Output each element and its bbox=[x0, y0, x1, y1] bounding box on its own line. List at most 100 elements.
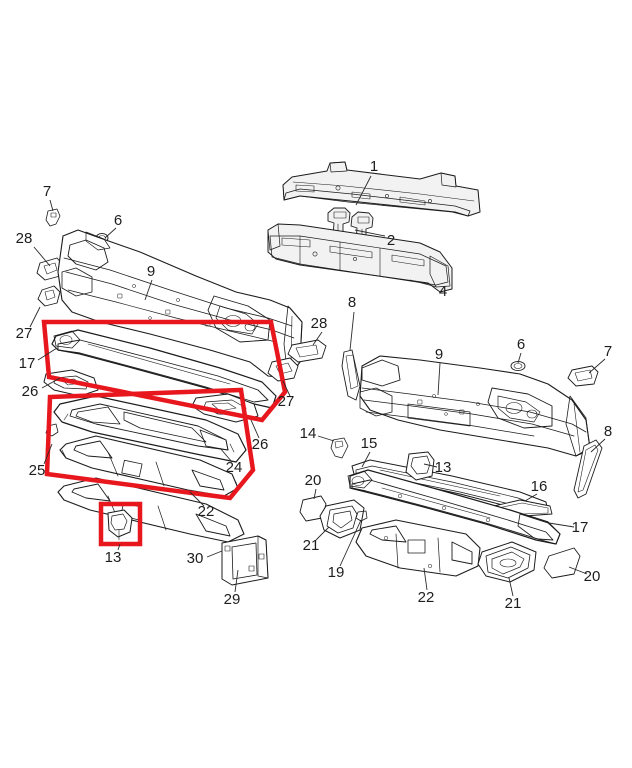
part-7-bracket-left bbox=[45, 208, 61, 227]
callout-30-license-bracket-screw-leader bbox=[206, 550, 223, 558]
part-14-clip-strip bbox=[330, 437, 349, 459]
callout-9-bumper-fascia-right: 9 bbox=[435, 346, 443, 396]
callout-28-applique-right: 28 bbox=[311, 315, 328, 346]
callout-28-applique-left: 28 bbox=[16, 230, 51, 267]
callout-29-license-plate-bracket-leader bbox=[234, 569, 239, 593]
callout-20-mesh-insert-right-label: 20 bbox=[584, 568, 601, 585]
callout-22-grille-lower-left-leader bbox=[189, 491, 205, 507]
highlight-part-13-bracket bbox=[98, 501, 143, 547]
part-6-tow-hook-cover-right bbox=[510, 360, 526, 372]
callout-8-side-trim-right: 8 bbox=[590, 423, 612, 453]
callout-21-fog-bezel-left-leader bbox=[315, 526, 330, 541]
callout-22-grille-lower-right-label: 22 bbox=[418, 589, 435, 606]
callout-21-fog-bezel-left-label: 21 bbox=[303, 537, 320, 554]
callout-9-bumper-fascia-right-label: 9 bbox=[435, 346, 443, 363]
callout-7-bracket-left-leader bbox=[49, 199, 54, 212]
callout-24-grille-upper: 24 bbox=[219, 447, 242, 476]
part-27-bracket-right bbox=[267, 357, 299, 382]
callout-16-insert-strip: 16 bbox=[524, 478, 547, 502]
part-27-bracket-left bbox=[37, 285, 61, 307]
callout-14-clip-strip-leader bbox=[317, 435, 335, 442]
callout-7-bracket-right-leader bbox=[588, 358, 606, 374]
callout-1-reinforcement-beam: 1 bbox=[355, 158, 378, 206]
part-20-mesh-insert-right bbox=[543, 547, 581, 579]
callout-16-insert-strip-leader bbox=[524, 493, 538, 502]
callout-2-bracket-pair-leader bbox=[354, 229, 386, 237]
highlight-overlays bbox=[41, 319, 288, 547]
callout-28-applique-right-label: 28 bbox=[311, 315, 328, 332]
part-8-side-trim-right bbox=[573, 439, 603, 499]
callout-2-bracket-pair-label: 2 bbox=[387, 232, 395, 249]
callout-15-upper-molding-leader bbox=[361, 451, 371, 468]
callout-28-applique-left-leader bbox=[33, 246, 51, 267]
callout-8-side-trim-center: 8 bbox=[348, 294, 356, 351]
callout-1-reinforcement-beam-label: 1 bbox=[370, 158, 378, 175]
part-4-lower-crossmember bbox=[267, 223, 453, 293]
callout-13-bracket-right-leader bbox=[423, 463, 438, 468]
callout-4-lower-crossmember-leader bbox=[409, 279, 438, 288]
callout-13-bracket-left-label: 13 bbox=[105, 549, 122, 566]
part-9-bumper-fascia-right bbox=[359, 355, 591, 457]
callout-6-tow-hook-cover-right: 6 bbox=[517, 336, 525, 364]
callout-26-fog-bezel-left-leader bbox=[41, 377, 61, 389]
part-8-side-trim-center bbox=[341, 349, 361, 401]
callout-17-lower-valance-left-label: 17 bbox=[19, 355, 36, 372]
callout-13-bracket-left-leader bbox=[117, 543, 121, 551]
callout-7-bracket-right-label: 7 bbox=[604, 343, 612, 360]
callout-17-lower-valance-left: 17 bbox=[19, 347, 58, 372]
callout-8-side-trim-center-label: 8 bbox=[348, 294, 356, 311]
callout-30-license-bracket-screw-label: 30 bbox=[187, 550, 204, 567]
callout-9-bumper-fascia-left: 9 bbox=[144, 263, 155, 301]
callout-8-side-trim-right-label: 8 bbox=[604, 423, 612, 440]
part-7-bracket-right bbox=[567, 365, 599, 387]
callout-9-bumper-fascia-left-label: 9 bbox=[147, 263, 155, 280]
callout-26-fog-bezel-right: 26 bbox=[250, 419, 268, 453]
callout-22-grille-lower-right-leader bbox=[423, 567, 428, 591]
callout-8-side-trim-center-leader bbox=[349, 311, 355, 351]
callout-13-bracket-right: 13 bbox=[423, 459, 451, 476]
callout-4-lower-crossmember-label: 4 bbox=[439, 283, 447, 300]
callout-26-fog-bezel-left: 26 bbox=[22, 377, 61, 400]
callout-13-bracket-left: 13 bbox=[105, 543, 122, 566]
callout-27-bracket-right: 27 bbox=[278, 380, 294, 410]
part-13-bracket-right bbox=[405, 451, 435, 481]
part-17-lower-valance-left bbox=[51, 329, 277, 409]
callout-17-lower-valance-right-leader bbox=[548, 522, 575, 528]
part-21-fog-bezel-left bbox=[319, 499, 365, 539]
callout-21-fog-bezel-right: 21 bbox=[505, 577, 521, 612]
callout-20-mesh-insert-left-label: 20 bbox=[305, 472, 322, 489]
callout-22-grille-lower-right: 22 bbox=[418, 567, 435, 606]
callout-7-bracket-left: 7 bbox=[43, 183, 54, 212]
part-19-retainer-pin bbox=[355, 510, 368, 522]
callout-25-clip-left-label: 25 bbox=[29, 462, 46, 479]
callout-14-clip-strip-label: 14 bbox=[300, 425, 317, 442]
callout-27-bracket-left-label: 27 bbox=[16, 325, 33, 342]
highlight-lower-grille-surround-left bbox=[41, 319, 288, 423]
part-21-fog-bezel-right bbox=[477, 541, 537, 583]
callout-20-mesh-insert-right: 20 bbox=[568, 566, 601, 585]
callout-7-bracket-left-label: 7 bbox=[43, 183, 51, 200]
callout-19-retainer-pin-leader bbox=[339, 519, 362, 567]
callout-19-retainer-pin: 19 bbox=[328, 519, 362, 581]
callout-9-bumper-fascia-left-leader bbox=[144, 279, 153, 301]
part-13-bracket-left bbox=[107, 509, 133, 541]
callout-25-clip-left: 25 bbox=[29, 443, 53, 479]
callout-26-fog-bezel-left-label: 26 bbox=[22, 383, 39, 400]
part-22-grille-mesh-right bbox=[355, 519, 481, 577]
callout-27-bracket-left-leader bbox=[29, 306, 41, 328]
callout-9-bumper-fascia-right-leader bbox=[437, 362, 441, 396]
callout-8-side-trim-right-leader bbox=[590, 438, 606, 453]
callout-4-lower-crossmember: 4 bbox=[409, 279, 447, 300]
callout-25-clip-left-leader bbox=[43, 443, 53, 465]
callout-20-mesh-insert-left-leader bbox=[313, 488, 317, 500]
callout-15-upper-molding-label: 15 bbox=[361, 435, 378, 452]
callout-6-tow-hook-cover-left-label: 6 bbox=[114, 212, 122, 229]
callout-20-mesh-insert-left: 20 bbox=[305, 472, 322, 500]
callout-2-bracket-pair: 2 bbox=[354, 229, 395, 249]
callout-26-fog-bezel-right-leader bbox=[250, 419, 260, 439]
callout-6-tow-hook-cover-left: 6 bbox=[104, 212, 122, 239]
callout-21-fog-bezel-right-leader bbox=[508, 577, 514, 597]
